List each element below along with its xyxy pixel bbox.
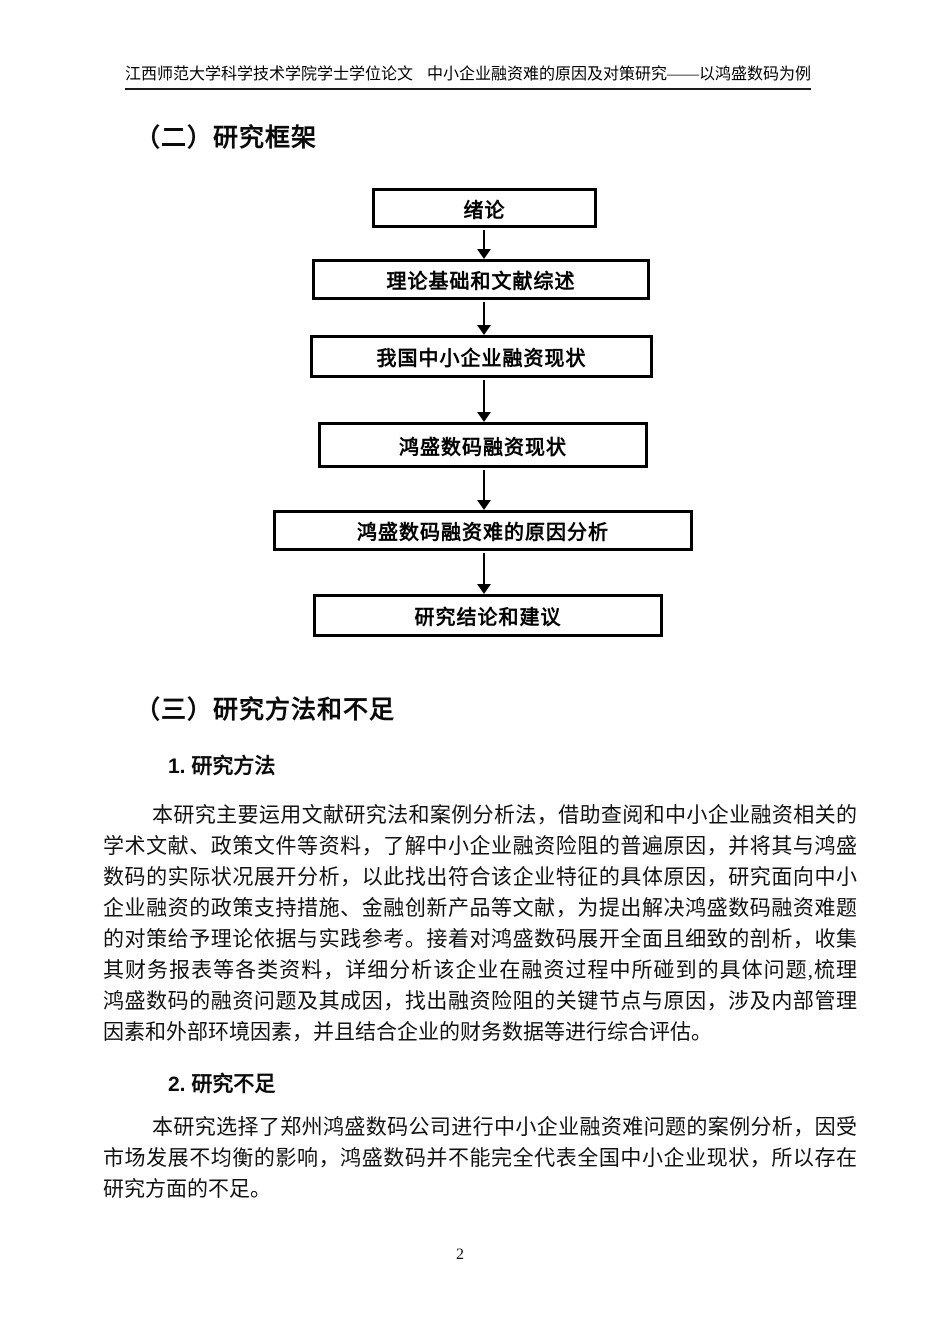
flow-box-theory-literature: 理论基础和文献综述	[312, 259, 650, 300]
flow-box-hongsheng-status: 鸿盛数码融资现状	[318, 422, 648, 468]
arrow-shaft	[483, 230, 485, 251]
paragraph-line: 鸿盛数码的融资问题及其成因，找出融资险阻的关键节点与原因，涉及内部管理	[103, 989, 857, 1013]
page-number: 2	[456, 1246, 464, 1263]
paragraph-line: 因素和外部环境因素，并且结合企业的财务数据等进行综合评估。	[103, 1020, 712, 1044]
page-header: 江西师范大学科学技术学院学士学位论文 中小企业融资难的原因及对策研究——以鸿盛数…	[125, 66, 811, 90]
header-right-text: 中小企业融资难的原因及对策研究——以鸿盛数码为例	[426, 66, 811, 83]
paragraph-research-method: 本研究主要运用文献研究法和案例分析法，借助查阅和中小企业融资相关的 学术文献、政…	[103, 800, 857, 1048]
flow-box-conclusion: 研究结论和建议	[313, 594, 663, 637]
flow-box-china-sme-status: 我国中小企业融资现状	[310, 335, 653, 378]
section-heading-methods: （三）研究方法和不足	[135, 696, 396, 724]
arrow-shaft	[483, 380, 485, 414]
arrow-shaft	[483, 553, 485, 586]
paragraph-line: 学术文献、政策文件等资料，了解中小企业融资险阻的普遍原因，并将其与鸿盛	[103, 834, 857, 858]
paragraph-line: 其财务报表等各类资料，详细分析该企业在融资过程中所碰到的具体问题,梳理	[103, 958, 857, 982]
arrow-head-icon	[477, 584, 491, 594]
flow-box-cause-analysis: 鸿盛数码融资难的原因分析	[273, 510, 693, 551]
arrow-head-icon	[477, 412, 491, 422]
paragraph-research-limitation: 本研究选择了郑州鸿盛数码公司进行中小企业融资难问题的案例分析，因受 市场发展不均…	[103, 1112, 857, 1205]
flow-arrow-4	[477, 470, 491, 510]
paragraph-line: 数码的实际状况展开分析，以此找出符合该企业特征的具体原因，研究面向中小	[103, 865, 857, 889]
header-left-text: 江西师范大学科学技术学院学士学位论文	[125, 66, 414, 83]
flow-arrow-2	[477, 302, 491, 335]
flow-arrow-3	[477, 380, 491, 422]
arrow-head-icon	[477, 325, 491, 335]
paragraph-line: 本研究主要运用文献研究法和案例分析法，借助查阅和中小企业融资相关的	[152, 803, 857, 827]
arrow-head-icon	[477, 500, 491, 510]
subheading-research-method: 1. 研究方法	[168, 755, 276, 778]
arrow-shaft	[483, 302, 485, 327]
flow-arrow-5	[477, 553, 491, 594]
section-heading-framework: （二）研究框架	[135, 124, 318, 152]
flow-box-introduction: 绪论	[372, 188, 597, 228]
paragraph-line: 市场发展不均衡的影响，鸿盛数码并不能完全代表全国中小企业现状，所以存在	[103, 1146, 857, 1170]
arrow-head-icon	[477, 249, 491, 259]
subheading-research-limitation: 2. 研究不足	[168, 1073, 276, 1096]
paragraph-line: 的对策给予理论依据与实践参考。接着对鸿盛数码展开全面且细致的剖析，收集	[103, 927, 857, 951]
paragraph-line: 企业融资的政策支持措施、金融创新产品等文献，为提出解决鸿盛数码融资难题	[103, 896, 857, 920]
arrow-shaft	[483, 470, 485, 502]
paragraph-line: 研究方面的不足。	[103, 1177, 271, 1201]
paragraph-line: 本研究选择了郑州鸿盛数码公司进行中小企业融资难问题的案例分析，因受	[152, 1115, 857, 1139]
flow-arrow-1	[477, 230, 491, 259]
